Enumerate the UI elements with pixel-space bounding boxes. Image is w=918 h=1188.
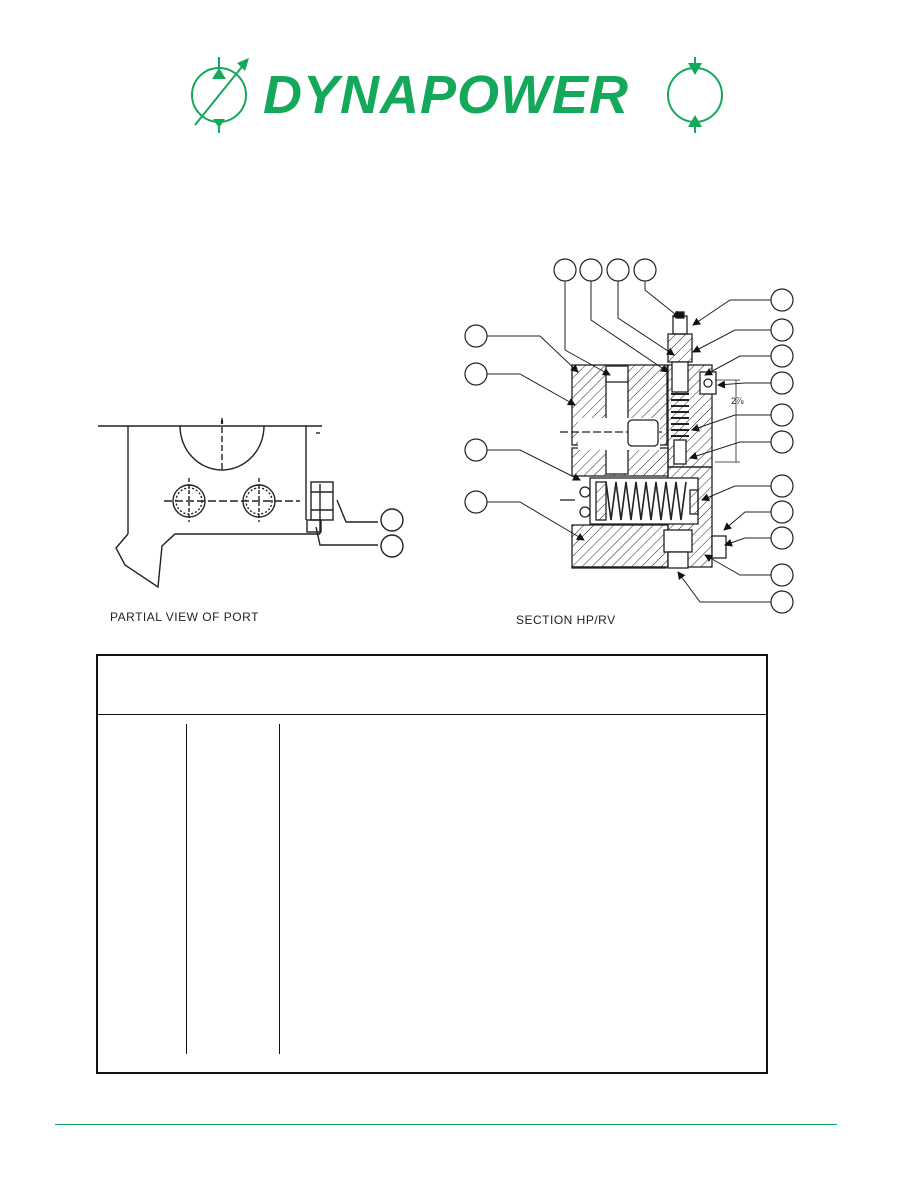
dimension-label: 2⅞ xyxy=(731,396,744,406)
leader-lines xyxy=(487,281,771,603)
footer-rule xyxy=(55,1124,837,1125)
variable-pump-icon xyxy=(191,57,249,133)
table-header xyxy=(98,656,766,715)
caption-partial-view: PARTIAL VIEW OF PORT xyxy=(110,610,259,624)
section-hp-rv xyxy=(560,311,740,569)
bidirectional-motor-icon xyxy=(667,57,723,133)
caption-section: SECTION HP/RV xyxy=(516,613,616,627)
dynapower-logo: DYNAPOWER xyxy=(185,55,730,135)
table-column-divider xyxy=(279,724,280,1054)
table-column-divider xyxy=(186,724,187,1054)
parts-table xyxy=(96,654,768,1074)
brand-name: DYNAPOWER xyxy=(263,65,630,125)
callout-balloons xyxy=(464,258,794,614)
partial-view-of-port xyxy=(98,418,404,589)
